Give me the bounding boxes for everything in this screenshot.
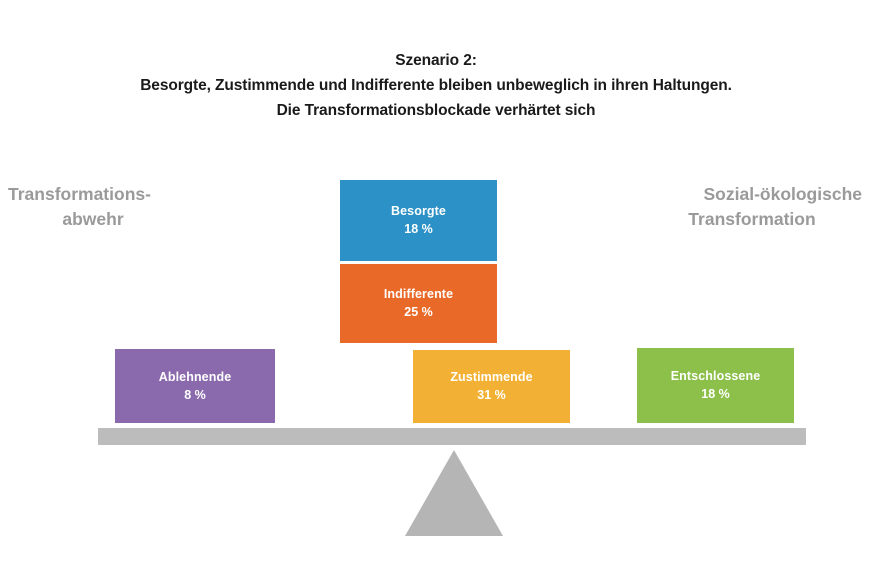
triangle-icon bbox=[405, 450, 503, 536]
bar-value-entschlossene: 18 % bbox=[701, 387, 730, 401]
bar-value-ablehnende: 8 % bbox=[184, 387, 206, 402]
seesaw-beam bbox=[98, 428, 806, 445]
bar-label-ablehnende: Ablehnende bbox=[158, 369, 232, 384]
axis-label-right-line-1: Sozial-ökologische bbox=[703, 184, 863, 204]
bar-label-indifferente: Indifferente bbox=[383, 287, 454, 301]
bar-label-besorgte: Besorgte bbox=[391, 204, 446, 218]
seesaw-fulcrum-icon bbox=[405, 450, 503, 536]
title-line-1: Szenario 2: bbox=[395, 52, 477, 69]
axis-label-right-line-2: Transformation bbox=[688, 209, 816, 229]
bar-block-zustimmende: Zustimmende 31 % bbox=[413, 350, 570, 423]
bar-label-zustimmende: Zustimmende bbox=[450, 370, 533, 384]
axis-label-left: Transformations- abwehr bbox=[8, 182, 178, 232]
bar-value-besorgte: 18 % bbox=[404, 222, 433, 236]
axis-label-left-line-1: Transformations- bbox=[8, 184, 151, 204]
bar-block-indifferente: Indifferente 25 % bbox=[340, 264, 497, 343]
bar-value-zustimmende: 31 % bbox=[477, 388, 506, 402]
bar-label-entschlossene: Entschlossene bbox=[670, 369, 761, 383]
seesaw-beam-shape bbox=[98, 428, 806, 445]
axis-label-right: Sozial-ökologische Transformation bbox=[642, 182, 862, 232]
title-line-3: Die Transformationsblockade verhärtet si… bbox=[276, 102, 596, 119]
bar-block-besorgte: Besorgte 18 % bbox=[340, 180, 497, 261]
bar-value-indifferente: 25 % bbox=[404, 305, 433, 319]
axis-label-left-line-2: abwehr bbox=[62, 209, 124, 229]
page-title: Szenario 2: Besorgte, Zustimmende und In… bbox=[0, 48, 872, 123]
title-line-2: Besorgte, Zustimmende und Indifferente b… bbox=[140, 77, 732, 94]
bar-block-entschlossene: Entschlossene 18 % bbox=[637, 348, 794, 423]
bar-block-ablehnende: Ablehnende 8 % bbox=[115, 349, 275, 423]
